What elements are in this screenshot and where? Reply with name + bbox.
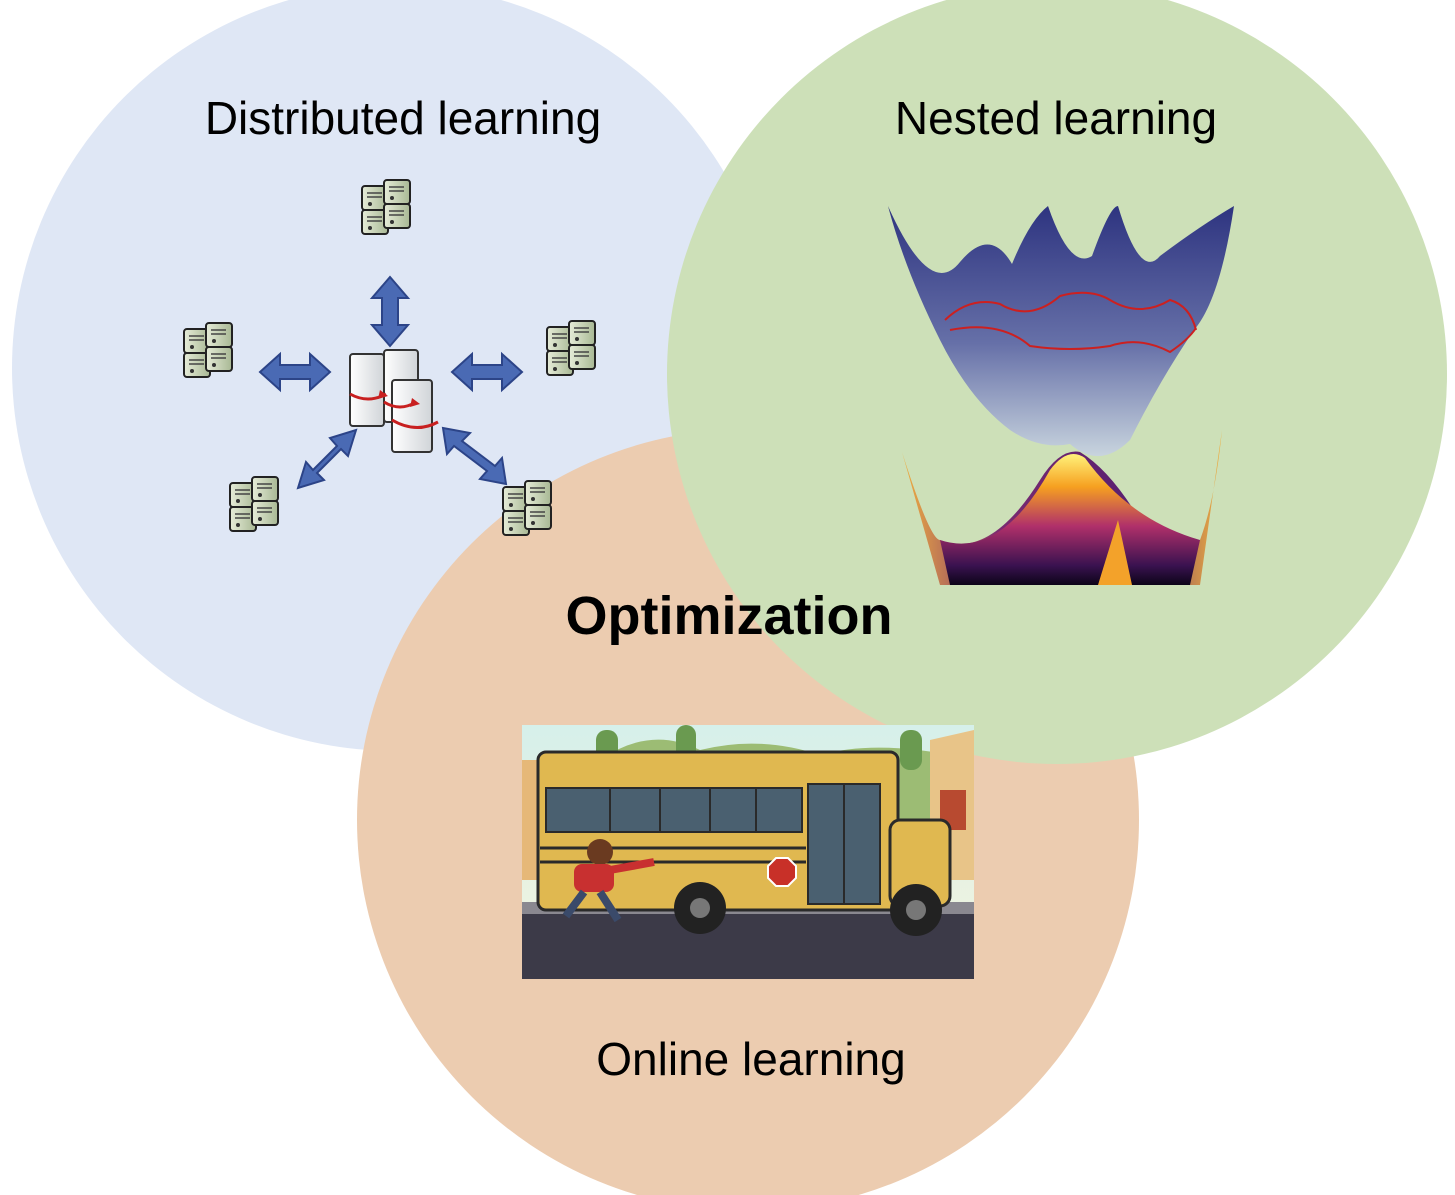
nested-learning-label: Nested learning — [895, 92, 1217, 144]
central-server-cluster-icon — [349, 349, 439, 453]
optimization-label: Optimization — [566, 586, 893, 646]
distributed-learning-label: Distributed learning — [205, 92, 601, 144]
school-bus-cartoon-icon — [522, 725, 974, 979]
server-network-icon — [184, 180, 595, 559]
online-learning-label: Online learning — [596, 1033, 905, 1085]
loss-landscape-surface-icon — [888, 206, 1234, 585]
double-arrow-icon — [258, 275, 524, 490]
